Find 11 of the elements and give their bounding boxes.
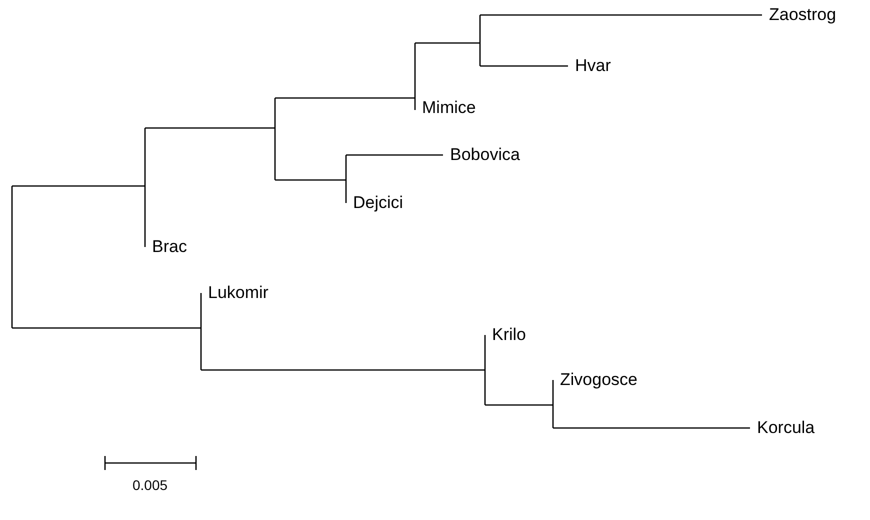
taxon-label: Mimice: [422, 98, 476, 118]
taxon-label: Bobovica: [450, 145, 520, 165]
taxon-label: Krilo: [492, 325, 526, 345]
taxon-label: Dejcici: [353, 193, 404, 213]
taxon-label: Lukomir: [208, 283, 268, 303]
taxon-label: Zaostrog: [769, 5, 836, 25]
taxon-label: Brac: [152, 237, 187, 257]
taxon-label: Hvar: [575, 56, 611, 76]
scale-value: 0.005: [132, 476, 168, 495]
taxon-label: Zivogosce: [560, 370, 638, 390]
taxon-label: Korcula: [757, 418, 815, 438]
